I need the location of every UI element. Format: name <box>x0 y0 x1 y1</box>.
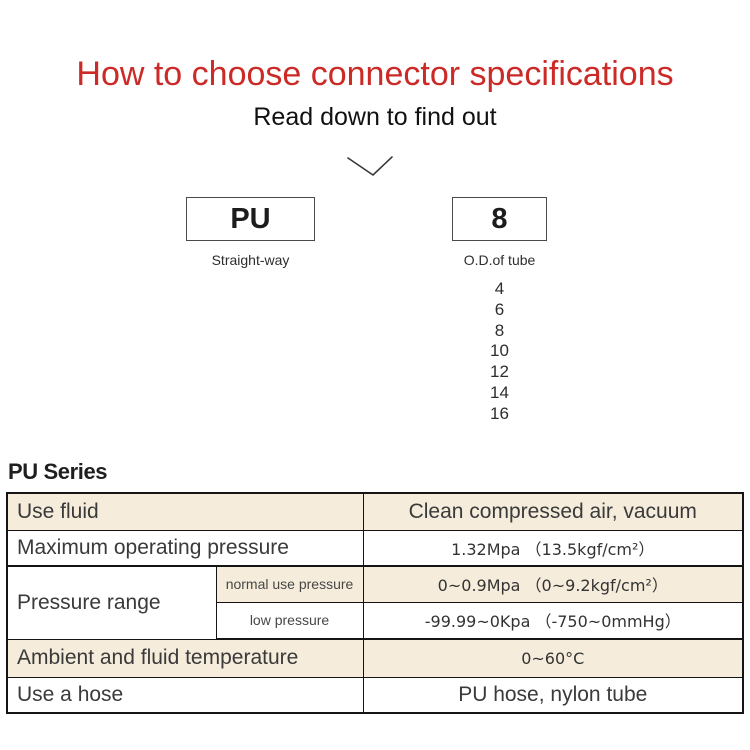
size-option: 12 <box>490 362 509 382</box>
max-pressure-label: Maximum operating pressure <box>6 529 364 567</box>
use-fluid-value: Clean compressed air, vacuum <box>362 492 744 531</box>
table-row-use-fluid: Use fluid Clean compressed air, vacuum <box>6 492 744 531</box>
table-row-pressure-range-normal: Pressure range normal use pressure 0~0.9… <box>6 565 744 640</box>
size-option: 10 <box>490 341 509 361</box>
hose-label: Use a hose <box>6 676 364 714</box>
series-heading: PU Series <box>8 459 108 484</box>
size-option: 16 <box>490 403 509 423</box>
page-title: How to choose connector specifications <box>76 55 674 93</box>
max-pressure-value: 1.32Mpa （13.5kgf/cm²） <box>362 529 744 567</box>
size-code-box: 8 <box>452 197 547 241</box>
use-fluid-label: Use fluid <box>6 492 364 531</box>
size-option: 14 <box>490 382 509 402</box>
chevron-down-icon <box>347 156 393 177</box>
spec-table: Use fluid Clean compressed air, vacuum M… <box>6 492 744 714</box>
model-code-box: PU <box>186 197 315 241</box>
size-option: 4 <box>494 279 505 298</box>
size-option: 8 <box>494 320 505 340</box>
hose-value: PU hose, nylon tube <box>362 676 744 714</box>
temperature-label: Ambient and fluid temperature <box>6 638 364 678</box>
table-row-max-pressure: Maximum operating pressure 1.32Mpa （13.5… <box>6 529 744 567</box>
size-code-text: 8 <box>491 202 508 235</box>
low-pressure-label: low pressure <box>215 601 364 640</box>
model-box-caption: Straight-way <box>211 252 290 268</box>
table-row-temperature: Ambient and fluid temperature 0~60°C <box>6 638 744 678</box>
page-subtitle: Read down to find out <box>253 103 497 131</box>
model-code-text: PU <box>230 202 271 235</box>
low-pressure-value: -99.99~0Kpa （-750~0mmHg） <box>362 601 744 640</box>
table-row-hose: Use a hose PU hose, nylon tube <box>6 676 744 714</box>
temperature-value: 0~60°C <box>362 638 744 678</box>
pressure-range-label: Pressure range <box>6 565 217 640</box>
size-option: 6 <box>494 299 505 319</box>
normal-pressure-label: normal use pressure <box>215 565 364 603</box>
table-row-pressure-range-low: low pressure -99.99~0Kpa （-750~0mmHg） <box>7 601 744 640</box>
size-options-list: 4 6 8 10 12 14 16 <box>452 279 547 425</box>
normal-pressure-value: 0~0.9Mpa （0~9.2kgf/cm²） <box>362 565 744 603</box>
size-box-caption: O.D.of tube <box>463 252 536 268</box>
